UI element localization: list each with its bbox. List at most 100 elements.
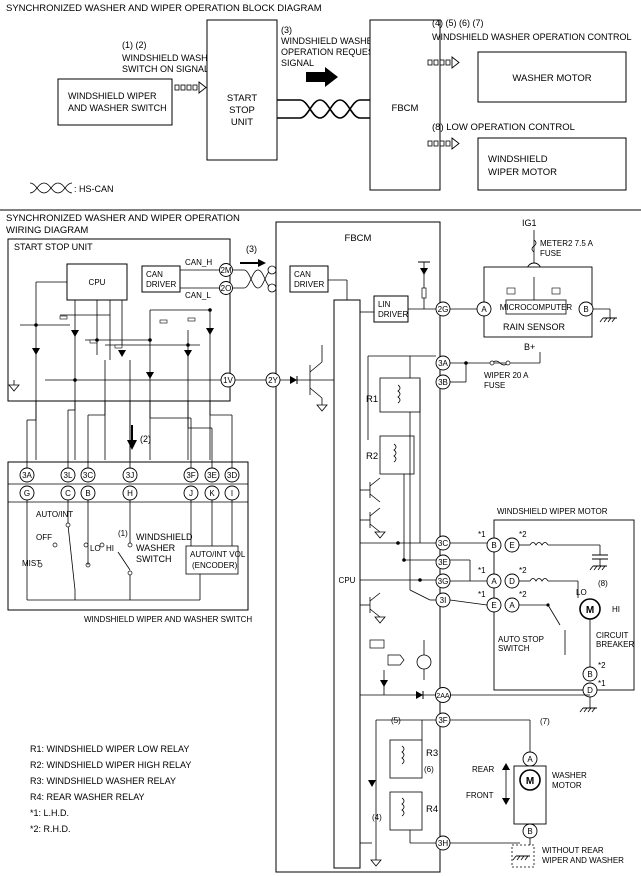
switch-bottom-terminals: G C B H J K I xyxy=(19,485,240,501)
terminal-3g-label: 3G xyxy=(438,577,449,586)
switch-internals: AUTO/INT OFF MIST LO HI (1) WINDSHIELD xyxy=(22,500,246,601)
legend: R1: WINDSHIELD WIPER LOW RELAY R2: WINDS… xyxy=(30,744,191,834)
motor-lo-label: LO xyxy=(576,588,587,597)
signal-3-label: (3) xyxy=(246,244,257,254)
ssu-cpu-label: CPU xyxy=(89,278,106,287)
terminal-3e xyxy=(435,554,451,570)
rain-sensor-label: RAIN SENSOR xyxy=(503,322,566,332)
signal-6-label: (6) xyxy=(424,765,434,774)
wiring-diagram: SYNCHRONIZED WASHER AND WIPER OPERATION … xyxy=(6,213,634,873)
block-diagram: SYNCHRONIZED WASHER AND WIPER OPERATION … xyxy=(6,3,632,194)
meter-fuse-line2: FUSE xyxy=(540,249,561,258)
fbcm-internal-circuit: R1 R2 xyxy=(280,261,438,867)
ssu-block xyxy=(206,19,278,161)
fbcm-can-driver-line2: DRIVER xyxy=(294,280,324,289)
can-l-label: CAN_L xyxy=(185,291,211,300)
breaker-line1: CIRCUIT xyxy=(596,631,629,640)
fbcm-cpu xyxy=(333,299,361,869)
switch-term-bottom-5: K xyxy=(209,489,215,498)
terminal-2aa-label: 2AA xyxy=(436,693,450,700)
sw-auto-int: AUTO/INT xyxy=(36,510,73,519)
signal-8-label: (8) xyxy=(598,579,608,588)
mark-1-e: *1 xyxy=(478,590,486,599)
auto-stop-line2: SWITCH xyxy=(498,644,530,653)
switch-term-top-0: 3A xyxy=(22,471,32,480)
switch-caption: WINDSHIELD WIPER AND WASHER SWITCH xyxy=(84,615,252,624)
signal-2-arrow-icon xyxy=(127,425,137,450)
washer-term-a: A xyxy=(527,755,533,764)
mark-1-b: *1 xyxy=(478,530,486,539)
terminal-3i-label: 3I xyxy=(440,596,447,605)
switch-term-bottom-2: B xyxy=(85,489,90,498)
relay-r1-label: R1 xyxy=(366,394,378,405)
request-label-line3: SIGNAL xyxy=(281,58,314,68)
block-diagram-title: SYNCHRONIZED WASHER AND WIPER OPERATION … xyxy=(6,3,322,14)
legend-item: R4: REAR WASHER RELAY xyxy=(30,792,145,802)
motor-term-a: A xyxy=(491,577,497,586)
request-label-line2: OPERATION REQUEST xyxy=(281,47,380,57)
legend-item: *2: R.H.D. xyxy=(30,824,71,834)
can-bus-wiring xyxy=(233,265,290,293)
b-plus-label: B+ xyxy=(524,342,535,352)
terminal-2m-label: 2M xyxy=(220,266,231,275)
terminal-3b-label: 3B xyxy=(438,378,448,387)
motor-term-d-lower: D xyxy=(587,686,593,695)
request-arrow-icon xyxy=(306,67,338,87)
mark-1-d: *1 xyxy=(598,679,606,688)
switch-block-line1: WINDSHIELD WIPER xyxy=(68,91,157,101)
switch-block xyxy=(57,78,173,126)
sw-lo: LO xyxy=(90,544,101,553)
motor-term-b: B xyxy=(491,541,496,550)
sw-hi: HI xyxy=(106,544,114,553)
front-label: FRONT xyxy=(466,791,494,800)
switch-term-bottom-1: C xyxy=(65,489,71,498)
hs-can-legend-icon xyxy=(29,182,73,194)
wiper-motor-label-line2: WIPER MOTOR xyxy=(488,167,557,178)
ssu-block-line3: UNIT xyxy=(231,117,253,128)
terminal-2m xyxy=(219,263,233,277)
fbcm-block xyxy=(369,19,441,191)
fbcm-cpu-label: CPU xyxy=(339,576,356,585)
lin-arrow-icon xyxy=(174,81,207,94)
meter-fuse-line1: METER2 7.5 A xyxy=(540,239,594,248)
without-rear-line1: WITHOUT REAR xyxy=(542,846,604,855)
washer-motor-line2: MOTOR xyxy=(552,781,582,790)
ig1-label: IG1 xyxy=(522,218,537,228)
request-label-line1: WINDSHIELD WASHER xyxy=(281,36,380,46)
motor-term-e: E xyxy=(509,541,514,550)
ssu-can-driver xyxy=(141,265,181,293)
ssu-can-driver-line2: DRIVER xyxy=(146,280,176,289)
ssu-block-line1: START xyxy=(227,93,257,104)
encoder-line1: AUTO/INT VOL xyxy=(190,550,246,559)
microcomputer-label: MICROCOMPUTER xyxy=(500,303,573,312)
washer-control-label: WINDSHIELD WASHER OPERATION CONTROL xyxy=(432,32,632,42)
sw-signal-1: (1) xyxy=(118,529,128,538)
legend-item: R2: WINDSHIELD WIPER HIGH RELAY xyxy=(30,760,191,770)
lin-driver-line1: LIN xyxy=(378,300,391,309)
fbcm-block-label: FBCM xyxy=(392,103,419,114)
legend-item: R3: WINDSHIELD WASHER RELAY xyxy=(30,776,176,786)
rain-sensor-term-b: B xyxy=(583,305,588,314)
relay-r4-label: R4 xyxy=(426,804,438,815)
sw-off: OFF xyxy=(36,533,52,542)
fbcm-terminals: 2G 3A 3B 3C 3E 3G 3I 2AA 3F 3H 2Y 1V xyxy=(220,301,451,851)
wiper-motor-wiring-title: WINDSHIELD WIPER MOTOR xyxy=(497,507,608,516)
motor-hi-label: HI xyxy=(612,605,620,614)
terminal-3e-label: 3E xyxy=(438,558,448,567)
terminal-3f-label: 3F xyxy=(438,716,447,725)
low-control-arrow-icon xyxy=(427,137,460,150)
wiring-title-line1: SYNCHRONIZED WASHER AND WIPER OPERATION xyxy=(6,213,240,224)
rear-label: REAR xyxy=(472,765,494,774)
switch-term-bottom-0: G xyxy=(24,489,30,498)
sw-washer-line2: WASHER xyxy=(136,543,176,553)
washer-control-arrow-icon xyxy=(427,56,460,69)
without-rear-line2: WIPER AND WASHER xyxy=(542,856,624,865)
washer-term-b: B xyxy=(527,827,532,836)
lin-driver xyxy=(373,295,409,323)
wiper-fuse-line2: FUSE xyxy=(484,381,505,390)
relay-r3-label: R3 xyxy=(426,748,438,759)
signal-4-label: (4) xyxy=(372,813,382,822)
sw-washer-line1: WINDSHIELD xyxy=(136,532,193,542)
mark-2-a: *2 xyxy=(519,590,527,599)
lin-driver-line2: DRIVER xyxy=(378,310,408,319)
